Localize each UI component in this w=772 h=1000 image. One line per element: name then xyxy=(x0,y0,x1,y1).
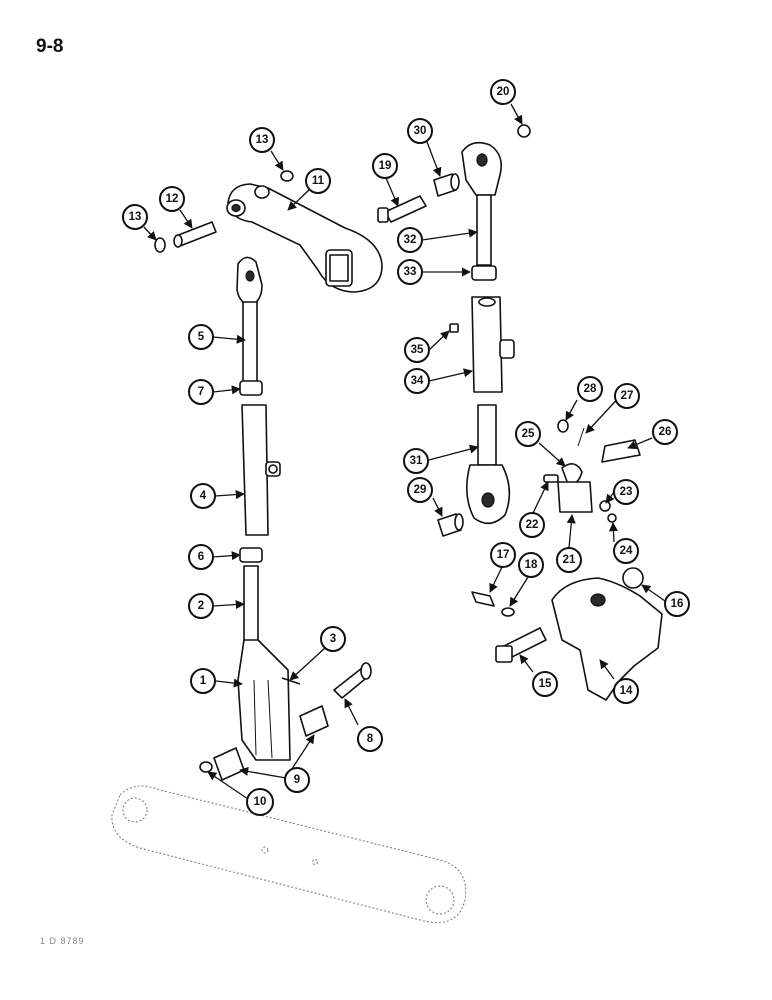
svg-text:33: 33 xyxy=(404,266,417,278)
svg-text:2: 2 xyxy=(198,600,204,612)
callout-19: 19 xyxy=(372,153,398,179)
svg-text:11: 11 xyxy=(312,175,325,187)
callout-33: 33 xyxy=(397,259,423,285)
right-turnbuckle-assembly xyxy=(461,141,515,525)
parts-drawing xyxy=(111,124,663,923)
svg-text:3: 3 xyxy=(330,633,336,645)
svg-text:27: 27 xyxy=(621,390,634,402)
callout-12: 12 xyxy=(159,186,185,212)
svg-text:25: 25 xyxy=(522,428,535,440)
svg-text:8: 8 xyxy=(367,733,374,745)
callout-17: 17 xyxy=(490,542,516,568)
rocker-arm-part xyxy=(226,183,383,293)
svg-text:13: 13 xyxy=(129,211,142,223)
callout-6: 6 xyxy=(188,544,214,570)
svg-text:20: 20 xyxy=(497,86,510,98)
svg-text:4: 4 xyxy=(200,490,207,502)
callout-34: 34 xyxy=(404,368,430,394)
callout-7: 7 xyxy=(188,379,214,405)
callout-4: 4 xyxy=(190,483,216,509)
figure-code: 1 D 8789 xyxy=(40,936,85,946)
callout-29: 29 xyxy=(407,477,433,503)
callout-3: 3 xyxy=(320,626,346,652)
lower-link-arm xyxy=(111,785,467,923)
callout-8: 8 xyxy=(357,726,383,752)
bolt-and-bushings xyxy=(377,173,464,537)
callout-15: 15 xyxy=(532,671,558,697)
callout-30: 30 xyxy=(407,118,433,144)
callout-28: 28 xyxy=(577,376,603,402)
pivot-pin-part xyxy=(173,221,217,248)
svg-text:19: 19 xyxy=(379,160,392,172)
callout-14: 14 xyxy=(613,678,639,704)
callout-21: 21 xyxy=(556,547,582,573)
callout-2: 2 xyxy=(188,593,214,619)
callout-13-top: 13 xyxy=(249,127,275,153)
left-turnbuckle-assembly xyxy=(236,256,301,761)
svg-text:14: 14 xyxy=(620,685,633,697)
svg-text:35: 35 xyxy=(411,344,424,356)
page-number: 9-8 xyxy=(36,36,64,57)
callout-5: 5 xyxy=(188,324,214,350)
callout-20: 20 xyxy=(490,79,516,105)
callout-32: 32 xyxy=(397,227,423,253)
svg-text:17: 17 xyxy=(497,549,510,561)
svg-text:1: 1 xyxy=(200,675,207,687)
callout-26: 26 xyxy=(652,419,678,445)
callout-35: 35 xyxy=(404,337,430,363)
callout-27: 27 xyxy=(614,383,640,409)
mounting-bracket-assembly xyxy=(471,567,663,701)
callout-23: 23 xyxy=(613,479,639,505)
callout-16: 16 xyxy=(664,591,690,617)
svg-text:28: 28 xyxy=(584,383,597,395)
callout-13-left: 13 xyxy=(122,204,148,230)
svg-text:24: 24 xyxy=(620,545,633,557)
callout-18: 18 xyxy=(518,552,544,578)
svg-text:31: 31 xyxy=(410,455,423,467)
leader-lines xyxy=(143,103,666,800)
callout-11: 11 xyxy=(305,168,331,194)
svg-text:29: 29 xyxy=(414,484,427,496)
callout-1: 1 xyxy=(190,668,216,694)
svg-text:34: 34 xyxy=(411,375,424,387)
callout-9: 9 xyxy=(284,767,310,793)
callout-25: 25 xyxy=(515,421,541,447)
svg-text:26: 26 xyxy=(659,426,672,438)
callout-22: 22 xyxy=(519,512,545,538)
svg-text:9: 9 xyxy=(294,774,300,786)
svg-text:30: 30 xyxy=(414,125,427,137)
clevis-pin-part xyxy=(199,662,372,781)
svg-text:15: 15 xyxy=(539,678,552,690)
svg-text:23: 23 xyxy=(620,486,633,498)
svg-text:5: 5 xyxy=(198,331,205,343)
callouts: 1 2 3 4 5 6 7 8 9 10 11 12 13 13 14 15 1… xyxy=(122,79,690,816)
svg-text:32: 32 xyxy=(404,234,417,246)
svg-text:12: 12 xyxy=(166,193,179,205)
svg-text:13: 13 xyxy=(256,134,269,146)
svg-text:10: 10 xyxy=(254,796,267,808)
svg-text:16: 16 xyxy=(671,598,684,610)
callout-24: 24 xyxy=(613,538,639,564)
callout-31: 31 xyxy=(403,448,429,474)
callout-10: 10 xyxy=(246,788,274,816)
retaining-clip-parts xyxy=(154,170,294,253)
svg-text:6: 6 xyxy=(198,551,204,563)
svg-text:22: 22 xyxy=(526,519,539,531)
svg-text:21: 21 xyxy=(563,554,576,566)
svg-text:18: 18 xyxy=(525,559,538,571)
svg-text:7: 7 xyxy=(198,386,204,398)
